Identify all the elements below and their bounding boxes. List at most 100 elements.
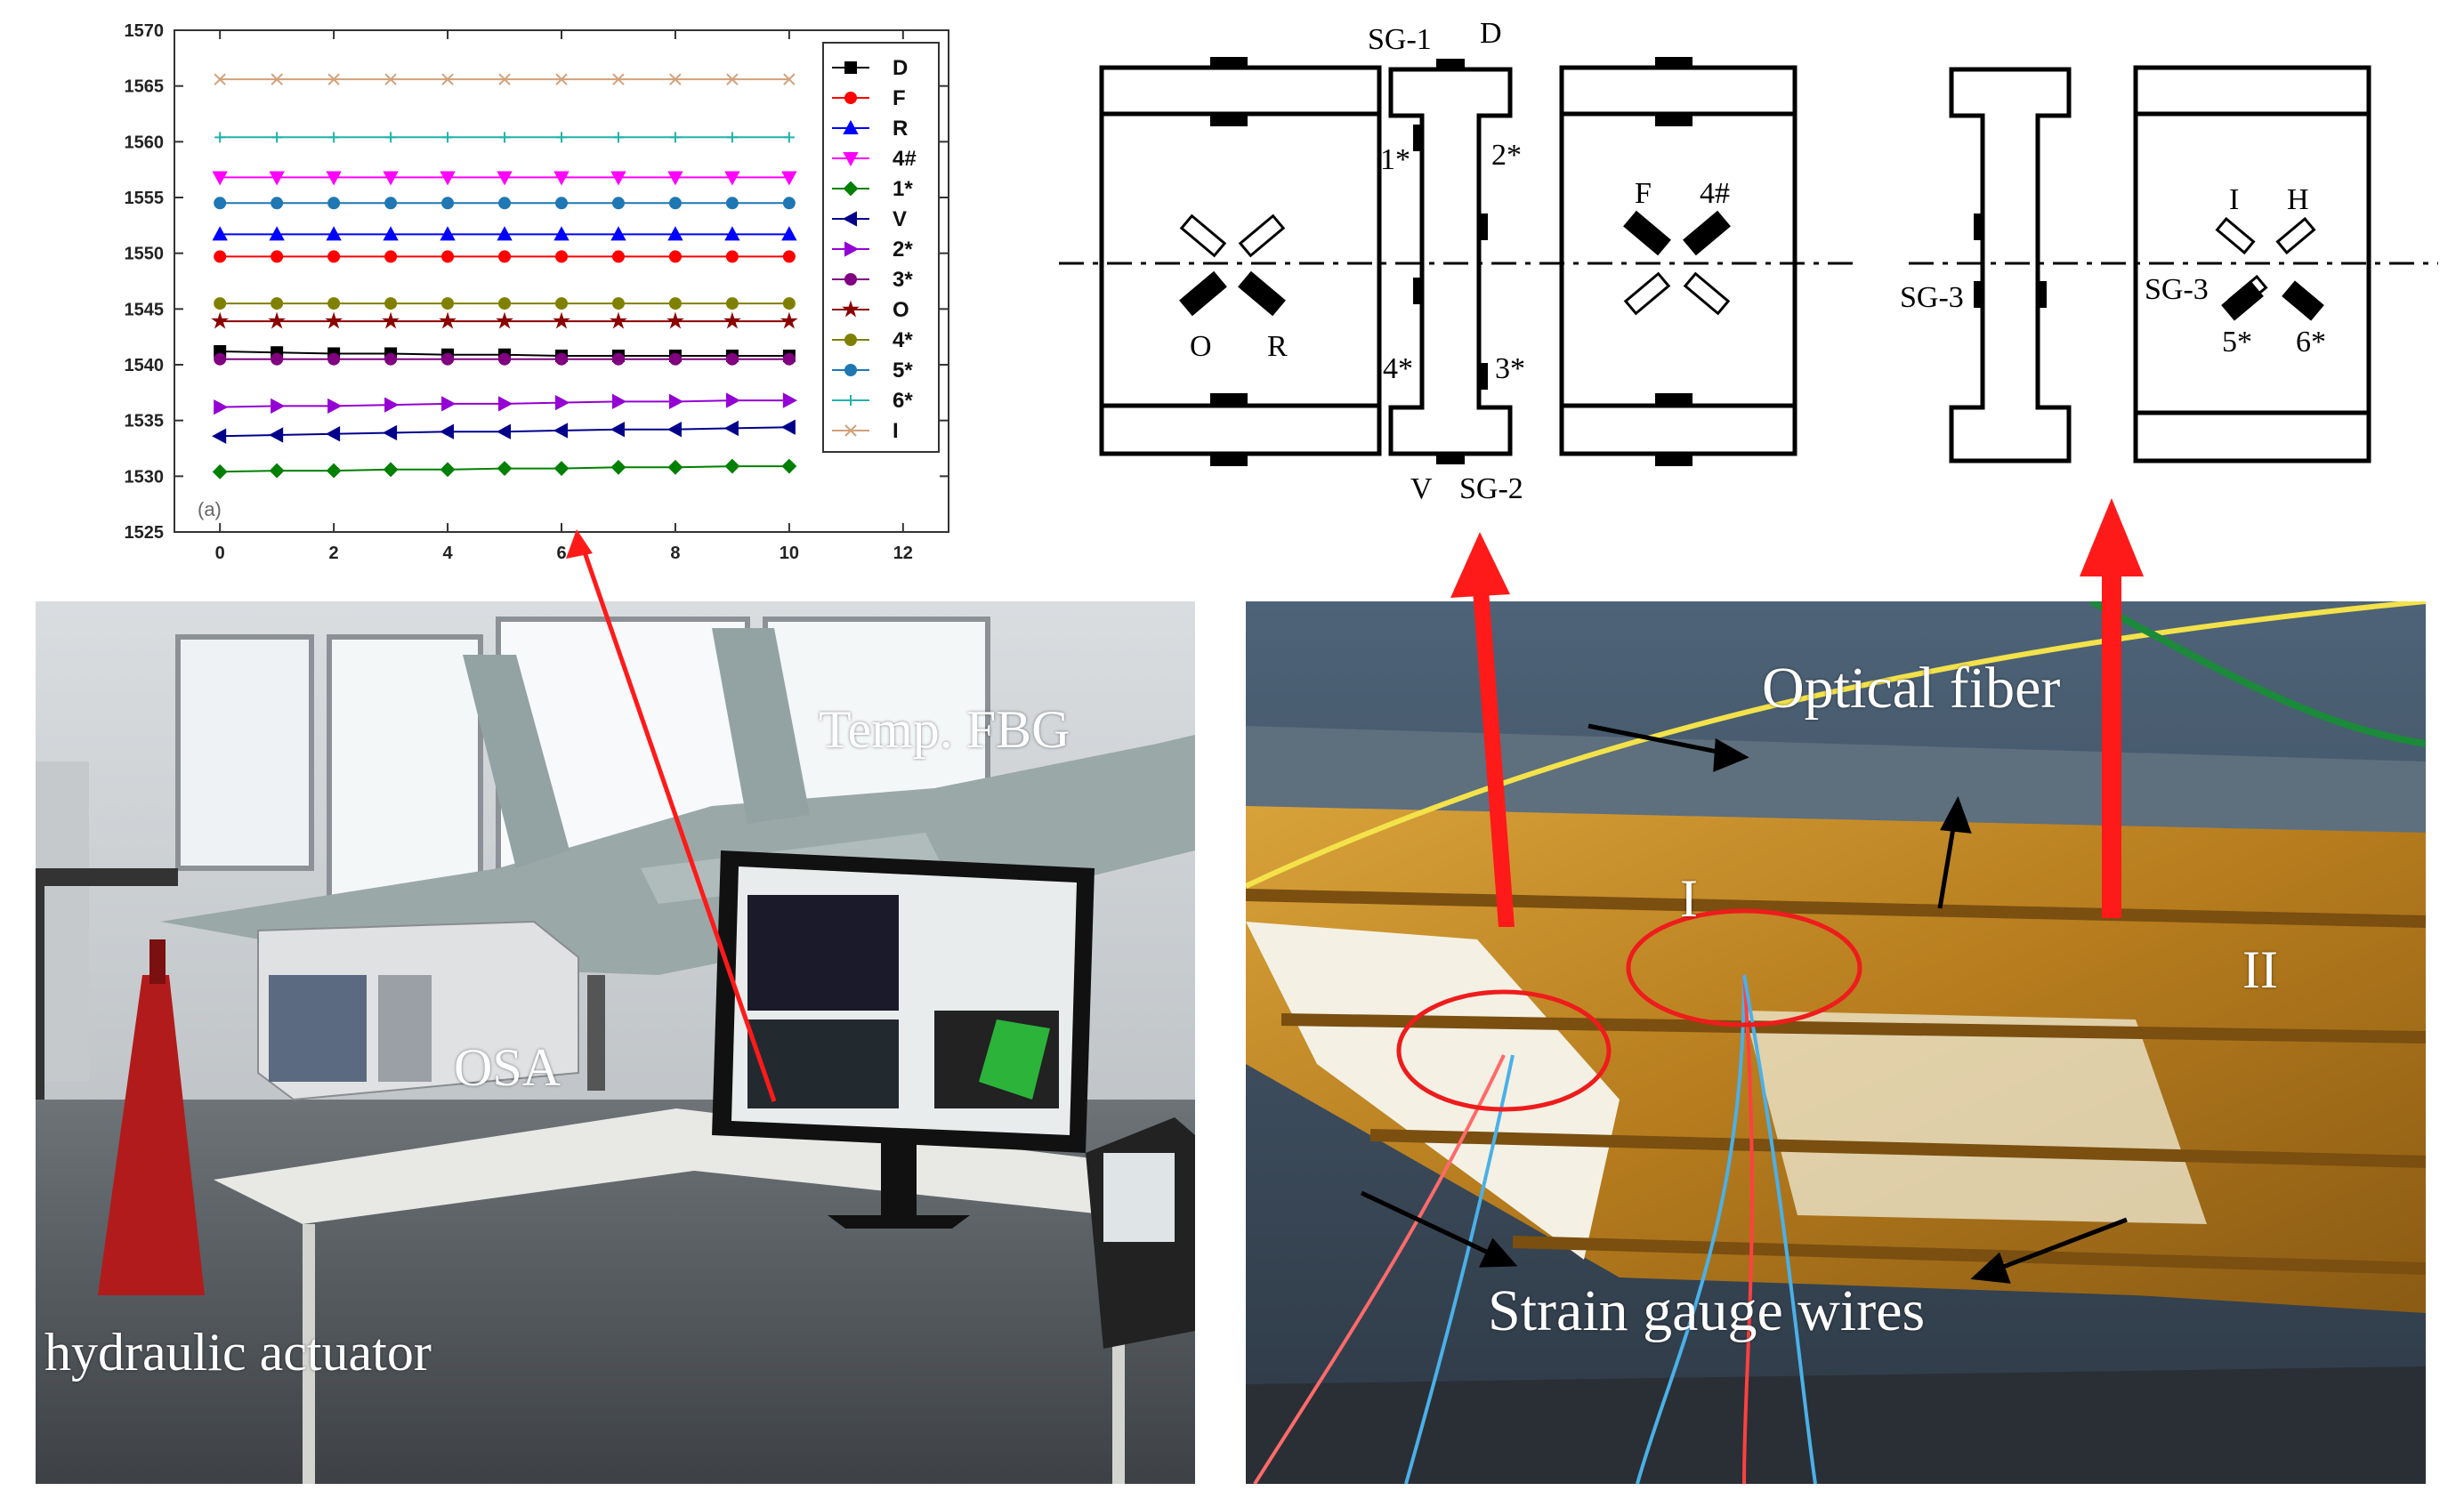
fbg-sensors-panel1 xyxy=(1179,214,1286,317)
legend-label: R xyxy=(893,117,908,141)
legend-label: 5* xyxy=(893,359,913,383)
data-point xyxy=(497,226,513,241)
data-point xyxy=(553,171,570,186)
legend-entry: I xyxy=(832,419,899,443)
series-F xyxy=(214,250,796,263)
data-point xyxy=(326,426,341,442)
legend-entry: 4* xyxy=(832,328,913,352)
label-1star: 1* xyxy=(1380,143,1410,176)
label-d: D xyxy=(1480,17,1502,50)
data-point xyxy=(553,226,570,241)
data-point xyxy=(555,394,570,411)
data-point xyxy=(666,311,684,329)
data-point xyxy=(843,119,859,134)
data-point xyxy=(612,132,624,143)
data-point xyxy=(382,311,400,329)
data-point xyxy=(327,250,341,263)
data-point xyxy=(669,132,681,143)
y-tick-label: 1545 xyxy=(125,300,165,319)
data-point xyxy=(497,461,513,476)
data-point xyxy=(327,197,341,210)
i-beam-gauges-2 xyxy=(1974,214,2047,308)
data-point xyxy=(780,311,798,329)
data-point xyxy=(725,392,741,408)
data-point xyxy=(611,352,625,366)
data-point xyxy=(384,297,398,310)
label-sg3-left: SG-3 xyxy=(1900,281,1964,314)
legend-entry: D xyxy=(832,56,908,80)
data-point xyxy=(498,250,512,263)
data-point xyxy=(214,250,227,263)
stiffeners xyxy=(1246,889,2426,1275)
data-point xyxy=(441,352,455,366)
data-point xyxy=(724,458,740,474)
data-point xyxy=(439,311,456,329)
data-point xyxy=(666,422,682,438)
data-point xyxy=(668,393,684,410)
data-point xyxy=(553,423,568,439)
data-point xyxy=(724,226,740,241)
x-tick-label: 12 xyxy=(893,544,913,563)
data-point xyxy=(610,422,625,438)
data-point xyxy=(496,311,513,329)
label-sg3-right: SG-3 xyxy=(2145,273,2209,306)
hydraulic-actuator-caption: hydraulic actuator xyxy=(44,1323,432,1382)
i-beam-gauges xyxy=(1413,59,1488,464)
data-point xyxy=(780,419,796,435)
data-point xyxy=(553,461,570,476)
label-i: I xyxy=(2229,183,2239,216)
region-ii-marker[interactable] xyxy=(1626,908,1862,1028)
series-V xyxy=(212,419,796,444)
data-point xyxy=(327,297,341,310)
y-tick-label: 1565 xyxy=(125,77,165,97)
arrow-to-panel xyxy=(2102,569,2121,918)
data-point xyxy=(384,197,398,210)
region-i-marker[interactable] xyxy=(1396,989,1612,1112)
legend-label: F xyxy=(893,86,906,110)
data-point xyxy=(328,132,340,143)
data-point xyxy=(725,197,739,210)
data-point xyxy=(667,459,683,475)
optical-fiber-cable xyxy=(1246,601,2426,889)
data-point xyxy=(843,152,859,167)
web-panel-far-right xyxy=(2133,65,2371,463)
label-3star: 3* xyxy=(1495,352,1525,385)
label-2star: 2* xyxy=(1491,139,1522,172)
x-tick-label: 4 xyxy=(442,544,453,563)
data-point xyxy=(724,171,740,186)
data-point xyxy=(212,428,227,444)
fbg-wavelength-chart: 1525153015351540154515501555156015651570… xyxy=(125,21,949,563)
data-point xyxy=(271,352,284,366)
bench-leg xyxy=(36,886,44,1100)
pointer-arrows xyxy=(1360,723,2128,1284)
data-point xyxy=(383,171,399,186)
data-point xyxy=(498,396,513,412)
data-point xyxy=(441,396,456,412)
data-point xyxy=(723,311,741,329)
sensor-layout-schematic: O R SG-1 D 1* 2* 4* 3* V SG-2 F 4# xyxy=(1059,17,2438,505)
legend-label: 2* xyxy=(893,238,913,262)
data-point xyxy=(611,250,625,263)
data-point xyxy=(555,352,568,366)
arrow-head xyxy=(1450,532,1510,598)
osa-panel xyxy=(378,975,432,1082)
chart-axes: 1525153015351540154515501555156015651570… xyxy=(125,21,949,563)
data-point xyxy=(269,427,284,443)
data-point xyxy=(326,171,342,186)
data-point xyxy=(668,250,682,263)
data-point xyxy=(725,297,739,310)
data-point xyxy=(271,398,286,415)
data-point xyxy=(611,393,627,410)
label-sg1: SG-1 xyxy=(1368,23,1432,56)
arrow-to-ibeam xyxy=(1472,578,1515,927)
data-point xyxy=(845,395,856,406)
osa-caption: OSA xyxy=(454,1038,561,1097)
data-point xyxy=(843,181,859,197)
data-point xyxy=(325,311,343,329)
data-point xyxy=(781,171,797,186)
data-point xyxy=(271,132,283,143)
arrow-head xyxy=(566,529,593,559)
legend-entry: R xyxy=(832,117,908,141)
data-point xyxy=(212,171,228,186)
